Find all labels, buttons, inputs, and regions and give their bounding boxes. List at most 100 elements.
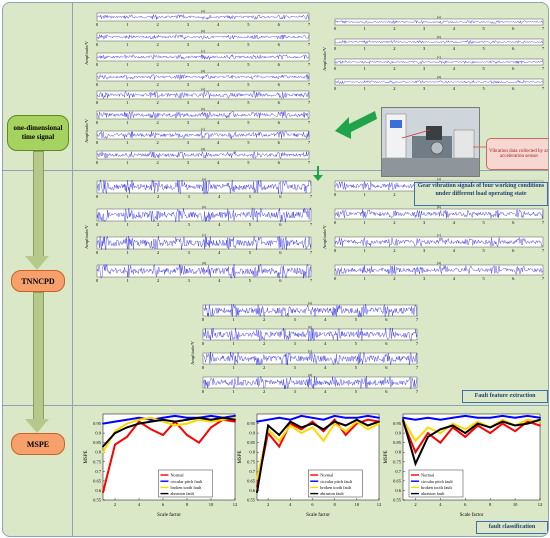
- series-point: [439, 441, 442, 444]
- series-point: [300, 426, 303, 429]
- signal-xtick-label: 1: [126, 100, 128, 105]
- series-point: [174, 424, 176, 427]
- chart-ylabel: MSPE: [238, 450, 243, 463]
- signal-xtick-label: 5: [247, 140, 250, 145]
- series-point: [234, 416, 236, 419]
- stage-mspe: MSPE: [11, 433, 65, 455]
- series-point: [427, 416, 429, 419]
- series-point: [367, 415, 369, 417]
- signal-xtick-label: 5: [482, 86, 485, 91]
- signal-xtick-label: 7: [542, 46, 545, 51]
- signal-xtick-label: 5: [355, 341, 358, 346]
- signal-xtick-label: 0: [96, 140, 99, 145]
- signal-xtick-label: 3: [188, 194, 191, 199]
- chart-xtick-label: 6: [311, 502, 314, 507]
- legend-label: circular pitch fault: [170, 479, 203, 484]
- series-point: [267, 424, 269, 427]
- series-point: [539, 420, 541, 423]
- chart-xtick-label: 2: [114, 502, 116, 507]
- caption-features: Fault feature extraction: [462, 390, 548, 403]
- chart-ytick-label: 0.8: [395, 450, 401, 455]
- chart-xtick-label: 4: [289, 502, 292, 507]
- signal-xtick-label: 4: [453, 248, 456, 253]
- series-point: [451, 416, 454, 419]
- test-rig-illustration: [382, 108, 479, 176]
- signal-xtick-label: 1: [126, 160, 128, 165]
- series-point: [427, 436, 429, 438]
- signal-xtick-label: 4: [453, 276, 456, 281]
- signal-waveform: [96, 263, 312, 279]
- signal-xtick-label: 2: [263, 317, 265, 322]
- series-point: [138, 422, 140, 425]
- signal-xtick-label: 3: [423, 248, 426, 253]
- legend-label: Normal: [421, 473, 435, 478]
- series-point: [114, 420, 116, 423]
- signal-xtick-label: 2: [156, 160, 158, 165]
- signal-xtick-label: 0: [96, 100, 99, 105]
- signal-waveform: [202, 327, 418, 342]
- series-point: [526, 420, 529, 423]
- legend-label: Normal: [170, 473, 184, 478]
- signal-ylabel: Amplitude/V: [84, 118, 89, 142]
- signal-waveform: [96, 207, 312, 223]
- chart-ytick-label: 0.9: [249, 431, 255, 436]
- signal-xtick-label: 3: [423, 26, 426, 31]
- series-point: [300, 428, 303, 431]
- signal-strip-frame: [202, 328, 418, 341]
- signal-xtick-label: 6: [385, 365, 388, 370]
- signal-waveform: [334, 20, 544, 25]
- series-point: [333, 415, 336, 417]
- signal-xtick-label: 7: [542, 86, 545, 91]
- chart-ytick-label: 0.65: [247, 478, 256, 483]
- signal-xtick-label: 0: [202, 341, 205, 346]
- signal-xtick-label: 7: [308, 140, 311, 145]
- signal-xtick-label: 3: [294, 389, 297, 394]
- series-point: [333, 418, 336, 421]
- signal-xtick-label: 7: [416, 365, 419, 370]
- subplot-title: (d): [437, 261, 442, 265]
- signal-xtick-label: 0: [202, 317, 205, 322]
- chart-xtick-label: 10: [355, 502, 360, 507]
- series-line: [256, 414, 380, 423]
- series-line: [102, 416, 236, 453]
- signal-xtick-label: 2: [157, 250, 159, 255]
- signal-xtick-label: 7: [308, 62, 311, 67]
- series-point: [126, 436, 128, 438]
- series-point: [514, 416, 516, 419]
- series-point: [222, 416, 224, 419]
- chart-ylabel: MSPE: [384, 450, 389, 463]
- signal-xtick-label: 3: [187, 120, 190, 125]
- series-point: [278, 439, 281, 442]
- series-point: [451, 422, 454, 425]
- signal-xtick-label: 1: [126, 222, 128, 227]
- signal-xtick-label: 4: [217, 160, 220, 165]
- series-point: [439, 428, 442, 431]
- subplot-title: (c): [437, 55, 442, 59]
- chart-ytick-label: 0.95: [393, 421, 402, 426]
- flow-arrow-2-head: [25, 419, 49, 433]
- signal-xtick-label: 3: [187, 140, 190, 145]
- series-point: [344, 434, 347, 436]
- signal-xtick-label: 5: [249, 222, 252, 227]
- series-point: [186, 416, 188, 419]
- signal-xtick-label: 4: [218, 250, 221, 255]
- chart-ytick-label: 0.95: [93, 421, 102, 426]
- series-point: [427, 426, 429, 429]
- signal-waveform: [334, 40, 544, 44]
- signal-xtick-label: 6: [512, 220, 515, 225]
- subplot-title: (b): [437, 205, 442, 209]
- signal-xtick-label: 2: [393, 192, 395, 197]
- stage-time-signal-label: one-dimensional time signal: [13, 124, 63, 141]
- signal-xtick-label: 5: [249, 278, 252, 283]
- series-point: [150, 418, 152, 421]
- signal-waveform: [96, 74, 310, 80]
- signal-xtick-label: 0: [202, 365, 205, 370]
- chart-xlabel: Scale factor: [306, 513, 330, 518]
- signal-waveform: [96, 179, 312, 195]
- signal-waveform: [96, 34, 310, 40]
- series-point: [126, 422, 128, 425]
- callout-pointer: [473, 146, 487, 148]
- row-divider-2: [3, 405, 548, 406]
- signal-xtick-label: 1: [232, 317, 234, 322]
